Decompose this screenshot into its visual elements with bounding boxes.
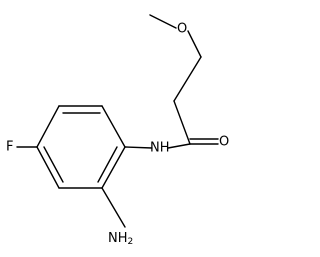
bond-oxygen-ch2 [187,30,202,58]
ring-bond-3 [36,105,60,148]
amine-subscript: 2 [128,237,134,247]
bond-methyl-oxygen [149,14,177,29]
carbonyl-oxygen-label: O [219,135,229,150]
bond-carbonyl-nh [167,143,191,149]
bond-nh-ring [124,146,153,149]
fluorine-label: F [6,140,13,155]
bond-ring-amine [101,187,126,228]
amine-nh-text: NH [108,231,128,246]
bond-ch2-ch2 [173,56,202,102]
ring-bond-6 [101,146,126,189]
ring-inner-bond-2 [43,146,64,183]
amine-label: NH2 [108,231,133,248]
ring-bond-4 [36,146,60,189]
ring-bond-1 [101,105,126,148]
chemical-structure: O O NH F NH2 [6,14,229,248]
bond-ch2-carbonyl [173,100,191,145]
amide-nh-label: NH [150,141,170,156]
ring-inner-bond-3 [97,146,118,183]
ether-oxygen-label: O [177,22,187,37]
